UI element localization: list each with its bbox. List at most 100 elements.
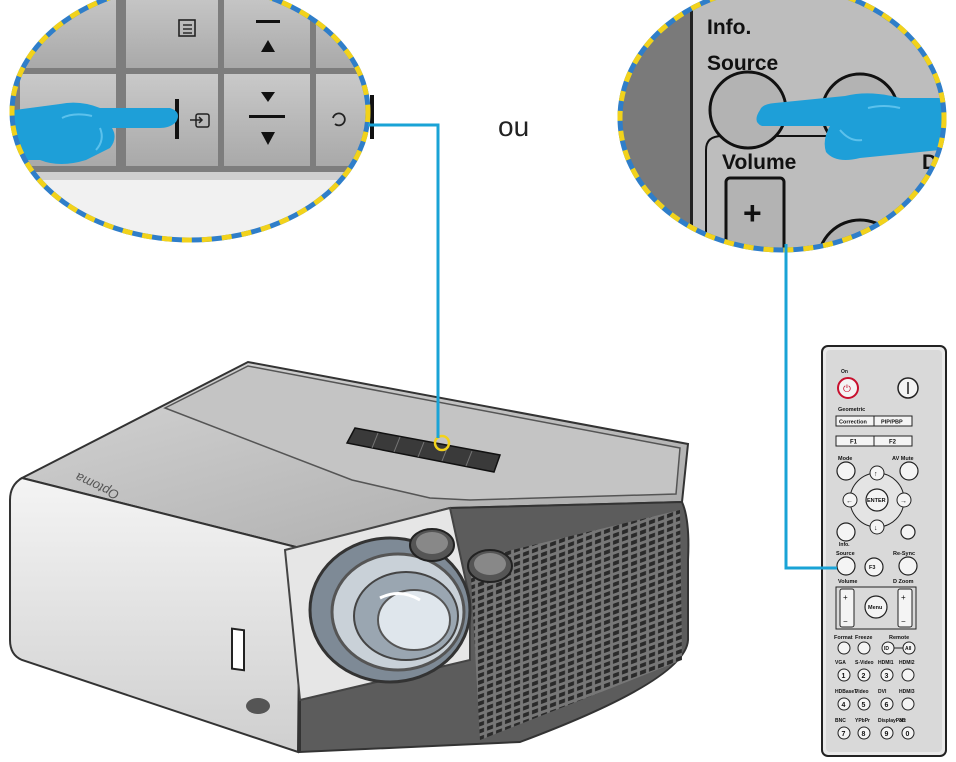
number-button[interactable] bbox=[880, 726, 894, 740]
input-label: Video bbox=[855, 689, 869, 695]
input-label: HDMI1 bbox=[878, 660, 894, 666]
projector: Optoma bbox=[9, 360, 690, 754]
dpad-right-button[interactable] bbox=[896, 492, 912, 508]
resync-button[interactable] bbox=[898, 556, 918, 576]
remote-on-label: On bbox=[841, 369, 848, 375]
numeric-keypad: VGA1S-Video2HDMI13HDMI2HDBaseT4Video5DVI… bbox=[835, 660, 915, 740]
volume-rocker[interactable] bbox=[839, 588, 855, 628]
zoom-volume-label: Volume bbox=[722, 151, 796, 174]
input-label: YPbPr bbox=[855, 718, 870, 724]
volume-label: Volume bbox=[838, 579, 857, 585]
enter-button[interactable] bbox=[865, 488, 889, 512]
id-label: ID bbox=[884, 646, 889, 652]
zoom-plus-label: + bbox=[743, 195, 762, 231]
down-arrow-icon bbox=[249, 92, 285, 145]
keypad-zoom-callout bbox=[9, 0, 374, 243]
number-label: 2 bbox=[862, 673, 866, 680]
avmute-label: AV Mute bbox=[892, 456, 914, 462]
dpad-down-button[interactable] bbox=[869, 519, 885, 535]
remote-id-label: Remote bbox=[889, 635, 909, 641]
pip-label: PIP/PBP bbox=[881, 420, 903, 426]
number-label: 3 bbox=[885, 673, 889, 680]
number-button[interactable] bbox=[837, 697, 851, 711]
all-label: All bbox=[905, 646, 912, 652]
pointing-hand-icon bbox=[756, 93, 944, 160]
number-label: 4 bbox=[842, 702, 846, 709]
f1-label: F1 bbox=[850, 440, 858, 446]
menu-label: Menu bbox=[868, 605, 882, 611]
dzoom-rocker[interactable] bbox=[897, 588, 913, 628]
info-button[interactable] bbox=[836, 522, 856, 542]
number-button[interactable] bbox=[880, 697, 894, 711]
dzoom-label: D Zoom bbox=[893, 579, 914, 585]
input-label: S-Video bbox=[855, 660, 874, 666]
number-button[interactable] bbox=[837, 726, 851, 740]
svg-text:+: + bbox=[843, 593, 848, 602]
avmute-button[interactable] bbox=[899, 461, 919, 481]
number-button[interactable] bbox=[901, 697, 915, 711]
ir-sensor bbox=[231, 627, 245, 672]
info-label: Info. bbox=[839, 542, 850, 548]
remote-callout-line bbox=[784, 244, 837, 570]
input-label: DVI bbox=[878, 689, 887, 695]
dpad-up-button[interactable] bbox=[869, 465, 885, 481]
remote-geometric-label: Geometric bbox=[838, 407, 865, 413]
svg-text:→: → bbox=[900, 498, 907, 505]
svg-text:↑: ↑ bbox=[874, 471, 878, 478]
number-label: 6 bbox=[885, 702, 889, 709]
input-label: HDMI2 bbox=[899, 660, 915, 666]
power-icon: ⏻ bbox=[843, 384, 851, 395]
number-label: 7 bbox=[842, 731, 846, 738]
resync-label: Re-Sync bbox=[893, 551, 915, 557]
format-button[interactable] bbox=[837, 641, 851, 655]
dpad-left-button[interactable] bbox=[842, 492, 858, 508]
f3-button[interactable] bbox=[864, 557, 884, 577]
number-button[interactable] bbox=[880, 668, 894, 682]
f2-button[interactable] bbox=[873, 435, 913, 447]
mode-button[interactable] bbox=[836, 461, 856, 481]
freeze-label: Freeze bbox=[855, 635, 872, 641]
enter-label: ENTER bbox=[867, 498, 886, 504]
remote-control: On ⏻ Geometric Correction PIP/PBP F1 F2 … bbox=[821, 345, 947, 757]
freeze-button[interactable] bbox=[857, 641, 871, 655]
svg-text:↓: ↓ bbox=[874, 525, 878, 532]
zoom-dial bbox=[467, 549, 513, 583]
f2-label: F2 bbox=[889, 440, 897, 446]
svg-text:←: ← bbox=[846, 498, 853, 505]
number-button[interactable] bbox=[901, 668, 915, 682]
laser-button[interactable] bbox=[900, 524, 916, 540]
menu-button[interactable] bbox=[864, 595, 888, 619]
correction-label: Correction bbox=[839, 420, 867, 426]
input-label: 3D bbox=[899, 718, 906, 724]
adjustable-foot bbox=[246, 698, 270, 714]
remote-all-button[interactable] bbox=[902, 641, 916, 655]
number-button[interactable] bbox=[901, 726, 915, 740]
number-button[interactable] bbox=[857, 668, 871, 682]
input-label: BNC bbox=[835, 718, 846, 724]
source-label: Source bbox=[836, 551, 855, 557]
separator-ou: ou bbox=[498, 111, 529, 142]
f3-label: F3 bbox=[869, 565, 875, 571]
up-arrow-icon bbox=[256, 20, 280, 52]
svg-text:−: − bbox=[901, 617, 906, 626]
keypad-callout-line bbox=[368, 123, 440, 438]
zoom-info-label: Info. bbox=[707, 16, 751, 39]
source-button[interactable] bbox=[836, 556, 856, 576]
number-button[interactable] bbox=[837, 668, 851, 682]
number-label: 9 bbox=[885, 731, 889, 738]
power-on-button[interactable] bbox=[837, 377, 859, 399]
resync-icon bbox=[332, 95, 374, 139]
svg-text:+: + bbox=[901, 593, 906, 602]
focus-dial bbox=[409, 528, 455, 562]
mode-label: Mode bbox=[838, 456, 852, 462]
number-button[interactable] bbox=[857, 726, 871, 740]
projector-keypad bbox=[345, 427, 501, 473]
number-label: 5 bbox=[862, 702, 866, 709]
number-label: 8 bbox=[862, 731, 866, 738]
pip-button[interactable] bbox=[873, 415, 913, 427]
number-label: 1 bbox=[842, 673, 846, 680]
format-label: Format bbox=[834, 635, 853, 641]
input-label: DisplayPort bbox=[878, 718, 906, 724]
number-button[interactable] bbox=[857, 697, 871, 711]
